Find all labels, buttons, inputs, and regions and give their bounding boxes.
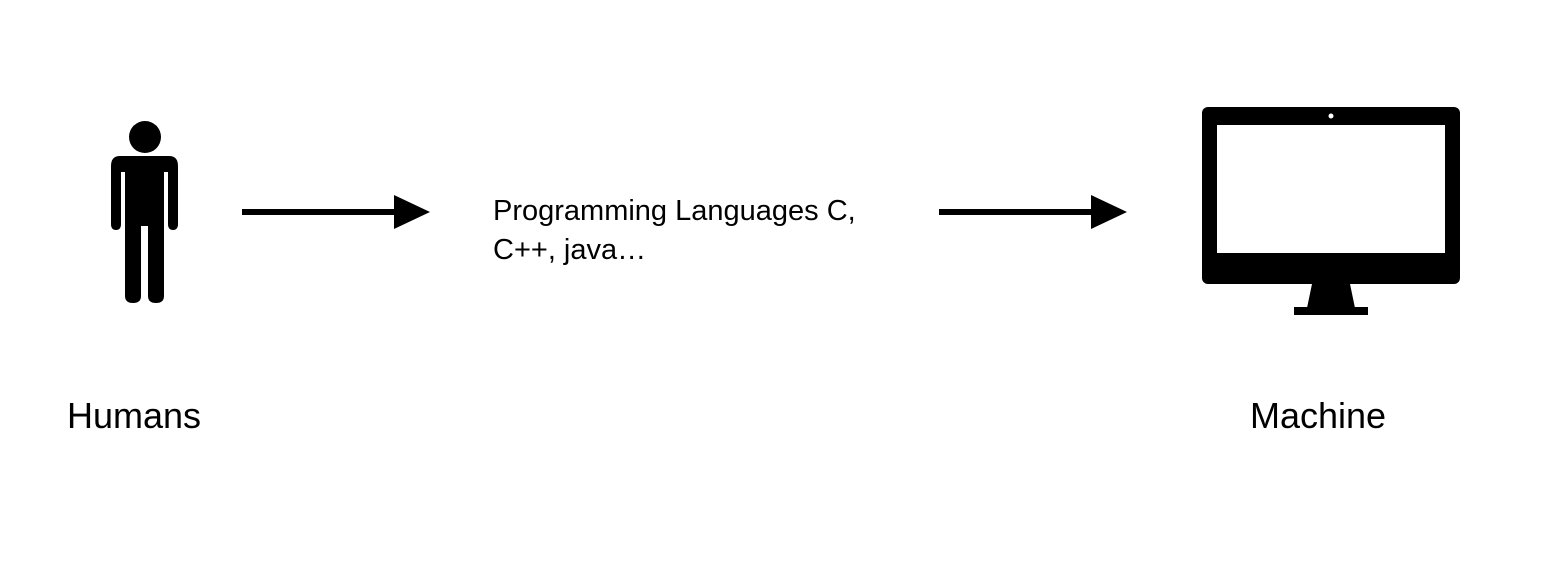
machine-label: Machine	[1250, 395, 1387, 436]
computer-monitor-icon	[1202, 107, 1462, 319]
arrow-languages-to-machine	[939, 193, 1129, 231]
humans-label: Humans	[67, 395, 202, 436]
programming-languages-text: Programming Languages C, C++, java…	[493, 195, 856, 266]
arrow-humans-to-languages	[242, 193, 432, 231]
person-icon	[108, 120, 180, 304]
